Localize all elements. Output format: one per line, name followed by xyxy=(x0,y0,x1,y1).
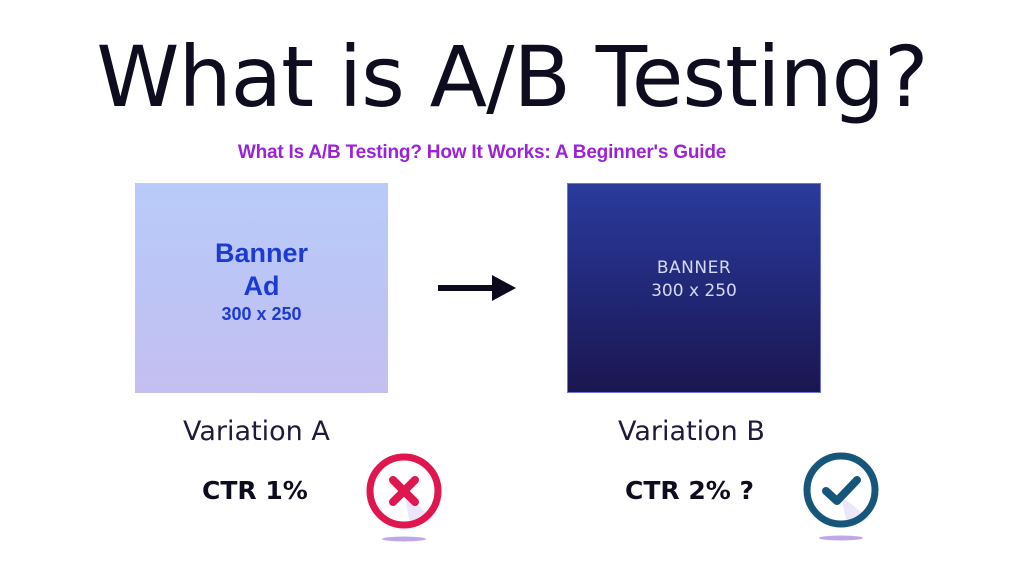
variation-a-ctr: CTR 1% xyxy=(202,476,308,505)
variation-b-ctr: CTR 2% ? xyxy=(625,476,755,505)
banner-a-line1: Banner xyxy=(214,238,309,268)
check-circle-icon xyxy=(803,452,879,541)
variation-b-label: Variation B xyxy=(618,416,765,447)
banner-b-size: 300 x 250 xyxy=(651,281,737,301)
banner-a-size: 300 x 250 xyxy=(221,304,302,324)
banner-variation-a: Banner Ad 300 x 250 xyxy=(135,183,388,393)
arrow-right-icon xyxy=(438,275,516,301)
banner-b-line1: BANNER xyxy=(656,258,732,278)
banner-a-line2: Ad xyxy=(243,271,280,301)
variation-a-label: Variation A xyxy=(183,416,330,447)
x-circle-icon xyxy=(366,453,442,542)
page-subtitle: What Is A/B Testing? How It Works: A Beg… xyxy=(237,142,727,163)
banner-variation-b: BANNER 300 x 250 xyxy=(567,183,821,393)
page-title: What is A/B Testing? xyxy=(96,28,928,126)
